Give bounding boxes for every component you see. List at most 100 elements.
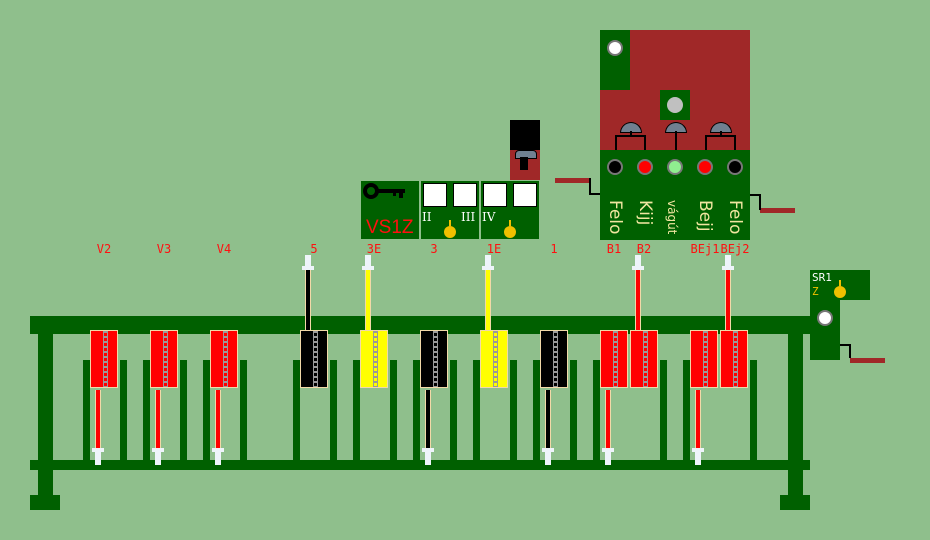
track-label: B1 (606, 242, 622, 256)
track-label: 5 (310, 242, 318, 256)
rod-cap (152, 448, 164, 452)
signal-lamp[interactable] (697, 159, 713, 175)
rod-cap (95, 452, 101, 465)
signal-label: Kijj (635, 200, 655, 226)
chain-icon (103, 331, 108, 387)
section-rod (425, 390, 431, 448)
connector-bar-sr (850, 358, 885, 363)
signal-label: Felo (725, 200, 745, 235)
rod-cap (485, 255, 491, 268)
section-rod (545, 390, 551, 448)
shunt-signal[interactable] (510, 120, 540, 180)
left-post-foot (30, 495, 60, 510)
fence-post (683, 360, 690, 460)
chain-icon (373, 331, 378, 387)
fence-post (120, 360, 127, 460)
switch-button-3[interactable] (453, 183, 477, 207)
chain-icon (553, 331, 558, 387)
chain-icon (433, 331, 438, 387)
section-rod (95, 390, 101, 448)
sr-box: SR1 Z (810, 270, 870, 300)
track-section[interactable] (720, 330, 748, 388)
fence-post (660, 360, 667, 460)
fence-post (570, 360, 577, 460)
track-label: BEj2 (720, 242, 750, 256)
track-label: 1 (550, 242, 558, 256)
track-section[interactable] (360, 330, 388, 388)
rod-cap (482, 266, 494, 270)
chain-icon (733, 331, 738, 387)
fence-post (143, 360, 150, 460)
rod-cap (422, 448, 434, 452)
right-post-foot (780, 495, 810, 510)
switch-button-4b[interactable] (513, 183, 537, 207)
status-lamp-white[interactable] (607, 40, 623, 56)
sr-lamp[interactable] (817, 310, 833, 326)
key-box[interactable]: VS1Z (361, 181, 419, 239)
group-label-right: III (461, 210, 476, 224)
rod-cap (602, 448, 614, 452)
switch-group-2-3: II III (421, 181, 479, 239)
switch-button-2[interactable] (423, 183, 447, 207)
fence-post (533, 360, 540, 460)
fence-post (450, 360, 457, 460)
rod-cap (212, 448, 224, 452)
rod-cap (362, 266, 374, 270)
fence-post (593, 360, 600, 460)
rod-cap (722, 266, 734, 270)
signal-lamp[interactable] (607, 159, 623, 175)
fence-post (750, 360, 757, 460)
track-section[interactable] (90, 330, 118, 388)
track-label: 1E (486, 242, 502, 256)
connector-bar-right (760, 208, 795, 213)
indicator-bulb (444, 220, 456, 238)
group-label-left: IV (482, 210, 496, 224)
fence-post (240, 360, 247, 460)
track-section[interactable] (150, 330, 178, 388)
chain-icon (313, 331, 318, 387)
fence-post (330, 360, 337, 460)
chain-icon (223, 331, 228, 387)
track-section[interactable] (480, 330, 508, 388)
track-section[interactable] (630, 330, 658, 388)
signal-label: Felo (605, 200, 625, 235)
rod-cap (725, 255, 731, 268)
sr-stem (810, 300, 840, 360)
track-section[interactable] (300, 330, 328, 388)
track-section[interactable] (690, 330, 718, 388)
section-rod (155, 390, 161, 448)
rod-cap (632, 266, 644, 270)
right-post (788, 316, 803, 506)
rod-cap (605, 452, 611, 465)
section-rod (485, 270, 491, 330)
signal-label: vágút (665, 200, 679, 235)
status-lamp-grey[interactable] (667, 97, 683, 113)
fence-post (353, 360, 360, 460)
track-section[interactable] (600, 330, 628, 388)
track-label: V3 (156, 242, 172, 256)
fence-post (510, 360, 517, 460)
section-rod (305, 270, 311, 330)
fence-post (293, 360, 300, 460)
signal-lamp[interactable] (667, 159, 683, 175)
rod-cap (695, 452, 701, 465)
signal-lamp[interactable] (727, 159, 743, 175)
connector-bar-left (555, 178, 590, 183)
switch-button-4a[interactable] (483, 183, 507, 207)
section-rod (695, 390, 701, 448)
indicator-bulb (834, 280, 846, 298)
track-section[interactable] (420, 330, 448, 388)
rod-cap (635, 255, 641, 268)
track-section[interactable] (210, 330, 238, 388)
fence-post (413, 360, 420, 460)
section-rod (725, 270, 731, 330)
signal-lamp[interactable] (637, 159, 653, 175)
chain-icon (163, 331, 168, 387)
rod-cap (425, 452, 431, 465)
rod-cap (155, 452, 161, 465)
rod-cap (302, 266, 314, 270)
track-section[interactable] (540, 330, 568, 388)
track-label: B2 (636, 242, 652, 256)
chain-icon (703, 331, 708, 387)
